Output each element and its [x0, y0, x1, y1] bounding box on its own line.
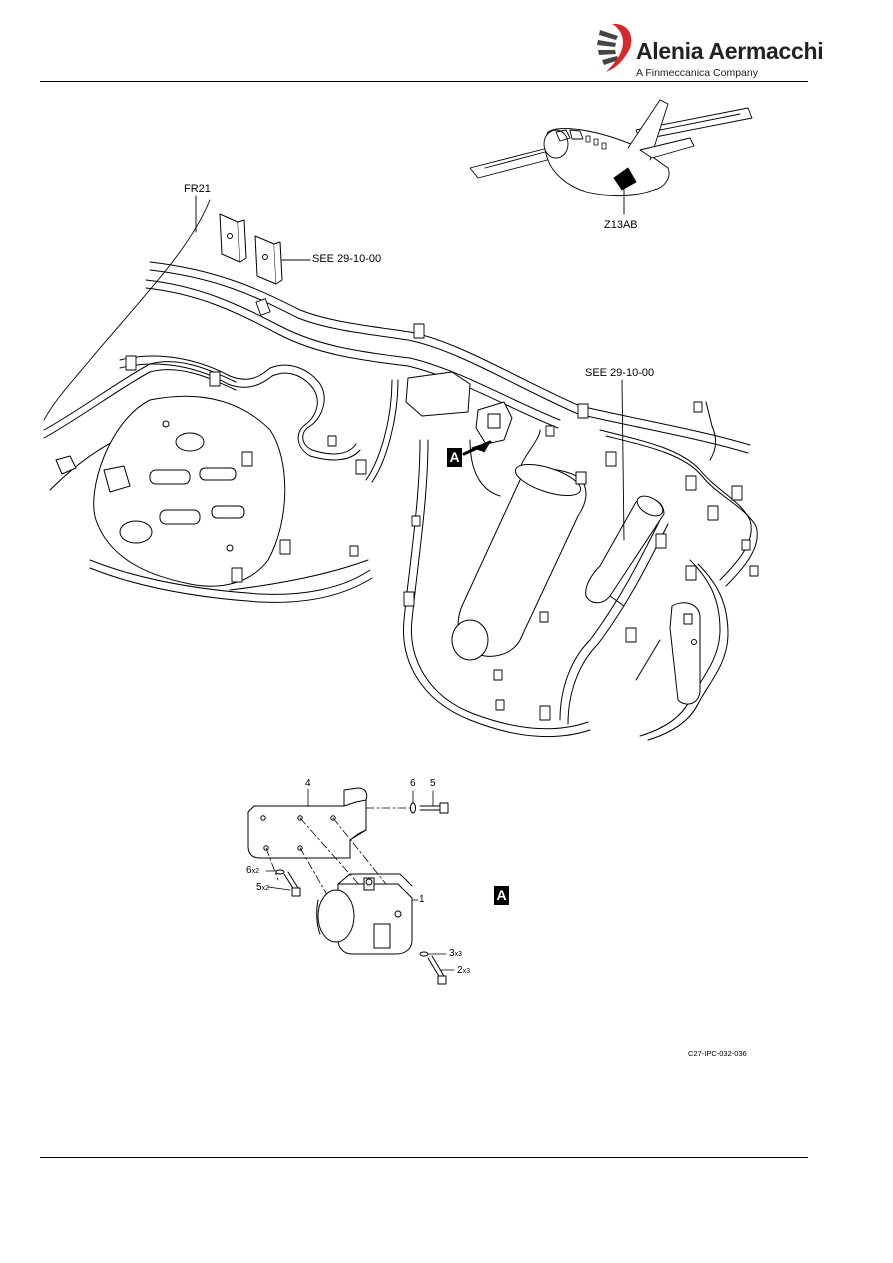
valve-assembly-center: [405, 371, 513, 456]
view-callout-detail: A: [494, 886, 509, 905]
bottle-large: [451, 463, 587, 661]
item-number-6-x2: 6x2: [246, 865, 259, 876]
label-see-ref-right: SEE 29-10-00: [585, 367, 655, 379]
item-number-6: 6: [410, 778, 416, 789]
label-frame: FR21: [184, 183, 211, 195]
header-rule: [40, 81, 808, 82]
item-number-2-x3: 2x3: [457, 965, 470, 976]
item-number-4: 4: [305, 778, 311, 789]
item-number-5-x2: 5x2: [256, 882, 269, 893]
aircraft-locator: [469, 99, 753, 215]
label-zone: Z13AB: [604, 219, 638, 231]
view-callout-main: A: [447, 448, 462, 467]
figure-reference: C27-IPC-032-036: [688, 1049, 747, 1058]
frame-fr21: [43, 195, 211, 421]
bottle-small: [585, 495, 665, 607]
item-number-5: 5: [430, 778, 436, 789]
label-see-ref-top: SEE 29-10-00: [312, 253, 382, 265]
pipe-fittings: [125, 298, 759, 721]
brackets-top: [219, 213, 311, 285]
brand-name: Alenia Aermacchi: [636, 38, 824, 64]
brand-subtitle: A Finmeccanica Company: [636, 67, 758, 79]
item-number-1: 1: [419, 894, 425, 905]
component-panel-left: [93, 395, 286, 587]
item-number-3-x3: 3x3: [449, 948, 462, 959]
detail-view-a: [247, 787, 455, 985]
footer-rule: [40, 1157, 808, 1158]
component-right: [635, 602, 701, 705]
